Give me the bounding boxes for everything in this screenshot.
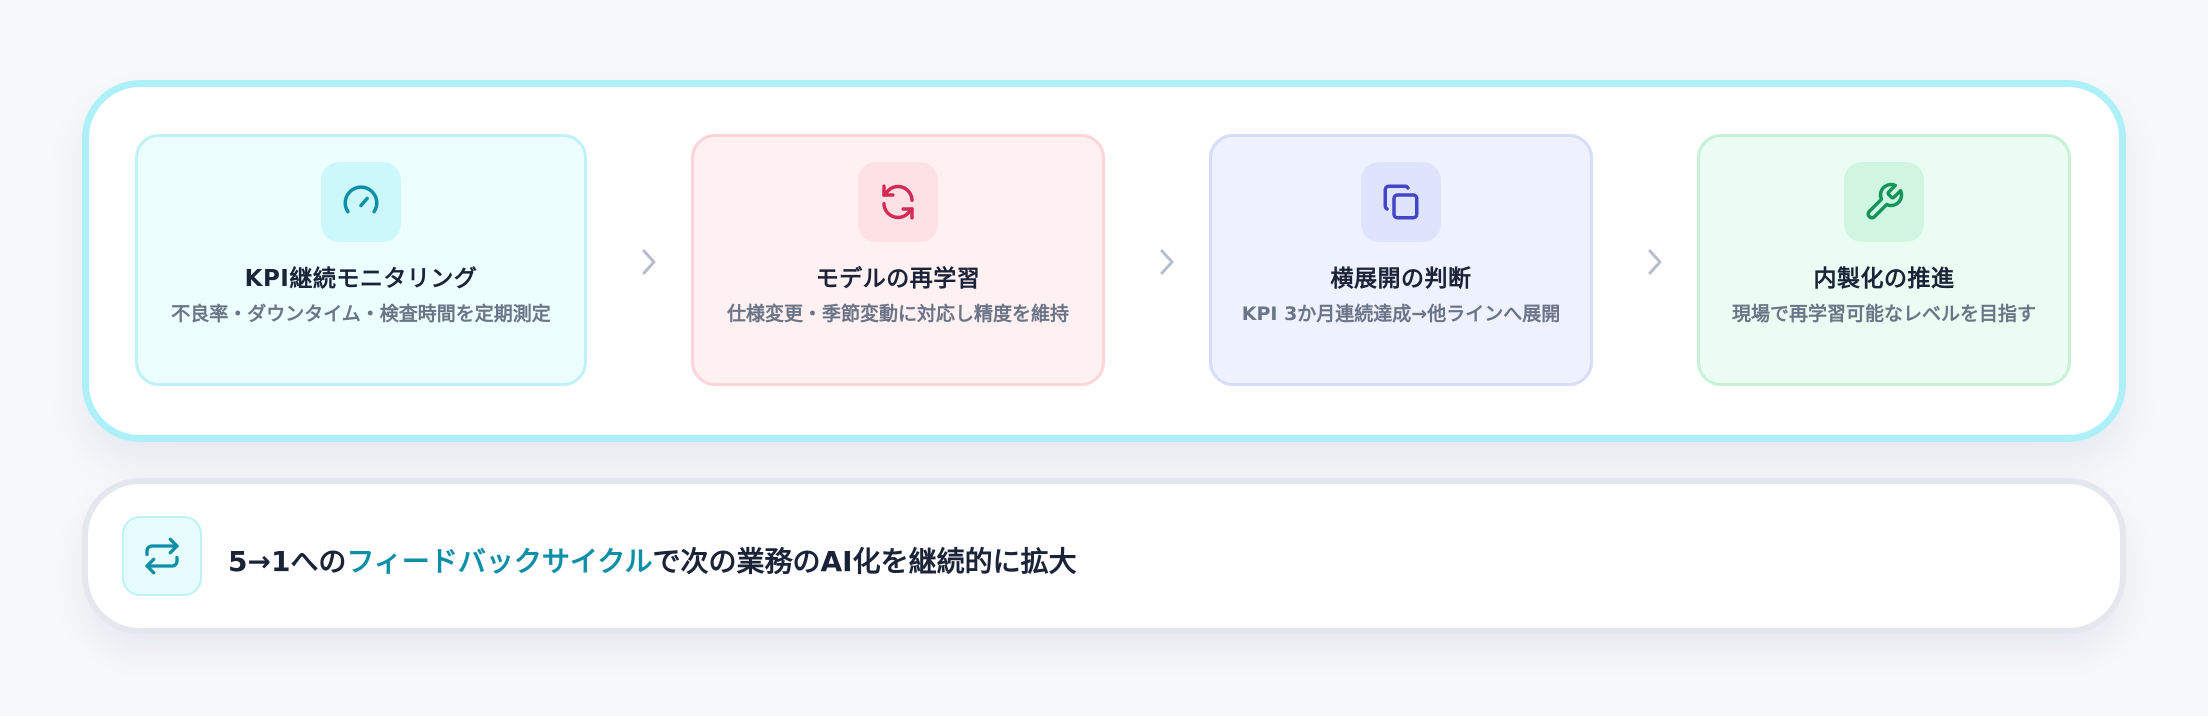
step-card-kpi-monitoring: KPI継続モニタリング 不良率・ダウンタイム・検査時間を定期測定 (135, 134, 587, 386)
summary-highlight: フィードバックサイクル (346, 545, 653, 578)
summary-suffix: で次の業務のAI化を継続的に拡大 (652, 545, 1077, 578)
summary-prefix: 5→1への (228, 545, 347, 578)
step-description: 仕様変更・季節変動に対応し精度を維持 (726, 303, 1069, 325)
step-card-rollout-decision: 横展開の判断 KPI 3か月連続達成→他ラインへ展開 (1209, 134, 1593, 386)
step-description: 不良率・ダウンタイム・検査時間を定期測定 (171, 303, 551, 325)
step-icon-box (1361, 162, 1441, 242)
step-icon-box (1844, 162, 1924, 242)
step-icon-box (858, 162, 938, 242)
step-title: 内製化の推進 (1813, 266, 1955, 292)
repeat-icon (145, 537, 179, 575)
wrench-icon (1866, 182, 1904, 220)
step-title: 横展開の判断 (1330, 266, 1472, 292)
copy-icon (1383, 184, 1419, 220)
summary-icon-box (122, 516, 202, 596)
chevron-right-icon (1157, 247, 1177, 277)
process-steps-panel: KPI継続モニタリング 不良率・ダウンタイム・検査時間を定期測定 モデルの再学習… (82, 80, 2126, 442)
gauge-icon (343, 185, 379, 214)
chevron-right-icon (639, 247, 659, 277)
summary-text: 5→1へのフィードバックサイクルで次の業務のAI化を継続的に拡大 (228, 540, 1077, 580)
step-description: KPI 3か月連続達成→他ラインへ展開 (1241, 303, 1561, 325)
refresh-icon (882, 184, 914, 220)
step-icon-box (321, 162, 401, 242)
chevron-right-icon (1645, 247, 1665, 277)
step-card-model-retraining: モデルの再学習 仕様変更・季節変動に対応し精度を維持 (691, 134, 1105, 386)
step-title: KPI継続モニタリング (244, 266, 478, 292)
step-card-in-house-development: 内製化の推進 現場で再学習可能なレベルを目指す (1697, 134, 2071, 386)
step-title: モデルの再学習 (815, 266, 981, 292)
step-description: 現場で再学習可能なレベルを目指す (1731, 303, 2036, 325)
feedback-summary-panel: 5→1へのフィードバックサイクルで次の業務のAI化を継続的に拡大 (82, 478, 2126, 634)
